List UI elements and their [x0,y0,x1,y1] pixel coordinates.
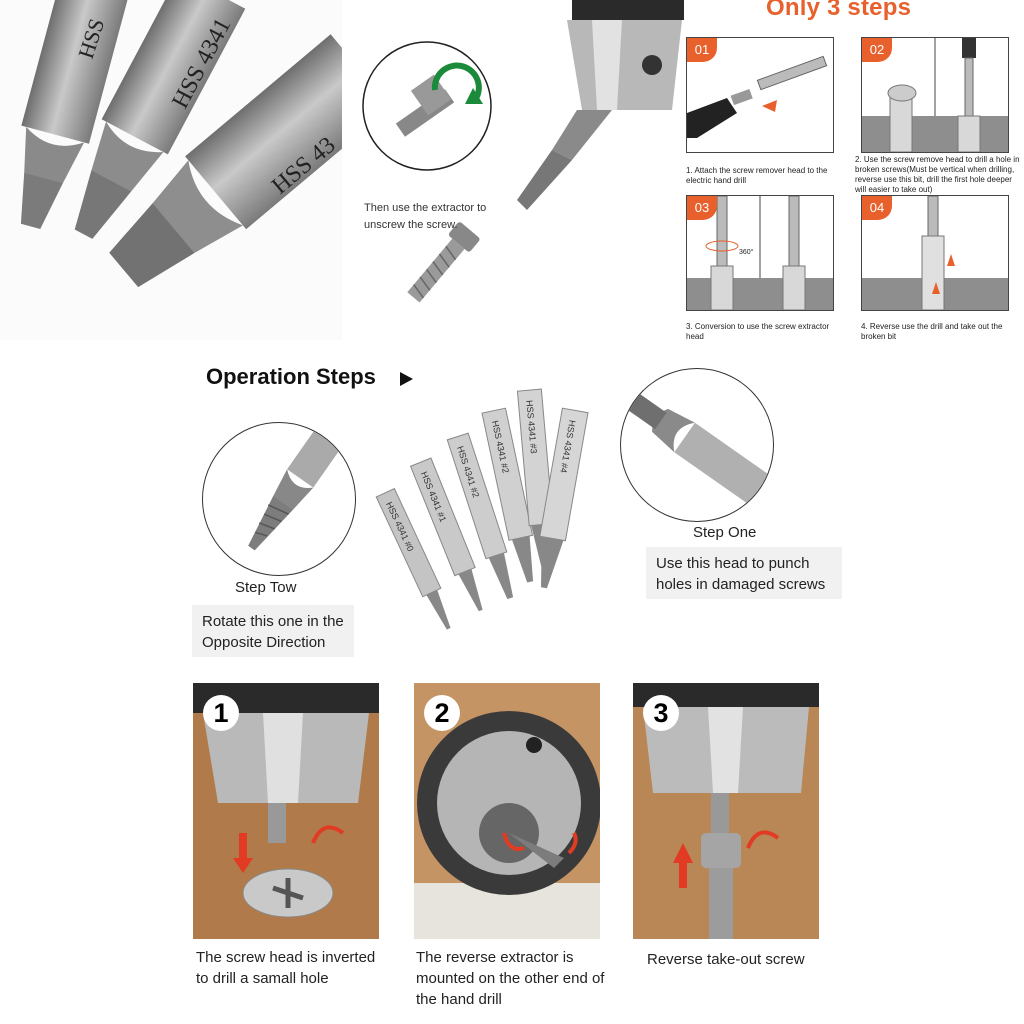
step-two-description: Rotate this one in the Opposite Directio… [192,605,354,657]
step-one-label: Step One [693,524,757,541]
step-panel-01: 01 [686,37,834,153]
photo-caption-3: Reverse take-out screw [647,951,805,968]
step-number-badge: 1 [203,695,239,731]
step-one-description: Use this head to punch holes in damaged … [646,547,842,599]
photo-step-3: 3 [633,683,819,939]
step-two-label: Step Tow [235,579,297,596]
step-number-badge: 3 [643,695,679,731]
unscrew-illustration [355,40,515,310]
step-number: 03 [687,196,717,220]
step-caption-04: 4. Reverse use the drill and take out th… [861,322,1003,341]
step-one-circle [620,368,774,522]
step-caption-03: 3. Conversion to use the screw extractor… [686,322,830,341]
step-panel-04: 04 [861,195,1009,311]
step-number: 04 [862,196,892,220]
step-panel-03: 03 360° [686,195,834,311]
step-number: 01 [687,38,717,62]
bits-closeup-image: HSS HSS 4341 HSS 43 [0,0,342,340]
steps-title: Only 3 steps [766,0,912,21]
operation-steps-title: Operation Steps [206,364,376,389]
photo-caption-2: The reverse extractor is mounted on the … [416,949,605,1008]
step-number-badge: 2 [424,695,460,731]
photo-step-1: 1 [193,683,379,939]
bit-set-label-4: HSS 4341 #3 [524,400,539,454]
step-caption-02: 2. Use the screw remove head to drill a … [855,155,1020,194]
step-two-circle [202,422,356,576]
photo-caption-1: The screw head is inverted to drill a sa… [196,949,376,987]
step-caption-01: 1. Attach the screw remover head to the … [686,166,828,185]
step-number: 02 [862,38,892,62]
angle-label: 360° [739,249,754,256]
play-arrow-icon [400,372,413,386]
unscrew-caption: Then use the extractor to unscrew the sc… [364,202,487,231]
drill-chuck-image [512,0,684,215]
photo-step-2: 2 [414,683,600,939]
step-panel-02: 02 [861,37,1009,153]
bit-set-image: HSS 4341 #0 HSS 4341 #1 HSS 4341 #2 HSS … [370,380,620,660]
